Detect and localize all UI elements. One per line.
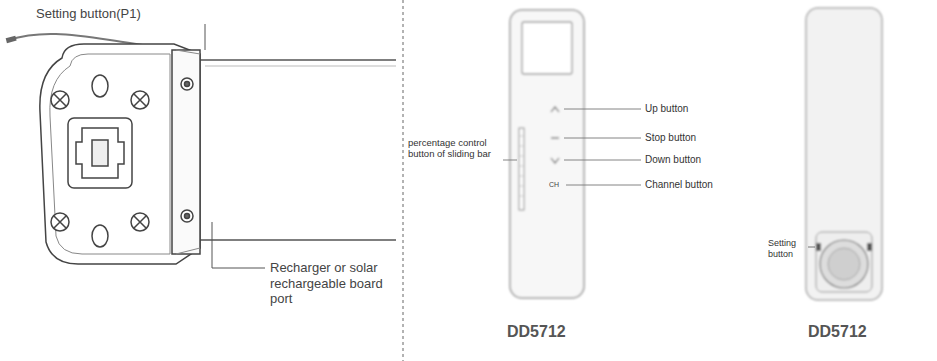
model-name: DD5712 [507,322,566,341]
leader-line [212,222,265,268]
part-label: Setting button [768,238,808,260]
remote-front [510,10,584,298]
divider-line [403,0,404,361]
motor-tube [200,60,396,240]
model-name: DD5712 [808,322,867,341]
button-label: Stop button [645,132,696,144]
part-label: Recharger or solar rechargeable board po… [270,260,390,307]
motor-head [40,44,200,264]
button-label: Up button [645,103,688,115]
leader-line [503,109,641,185]
leader-line [205,24,206,50]
button-label: Down button [645,154,701,166]
part-label: percentage control button of sliding bar [408,137,502,160]
part-label: Setting button(P1) [36,6,141,22]
button-label: Channel button [645,179,713,191]
remote-back [806,8,882,300]
cable-end [6,36,17,43]
button-glyph: CH [549,181,559,189]
leader-line [808,247,815,248]
